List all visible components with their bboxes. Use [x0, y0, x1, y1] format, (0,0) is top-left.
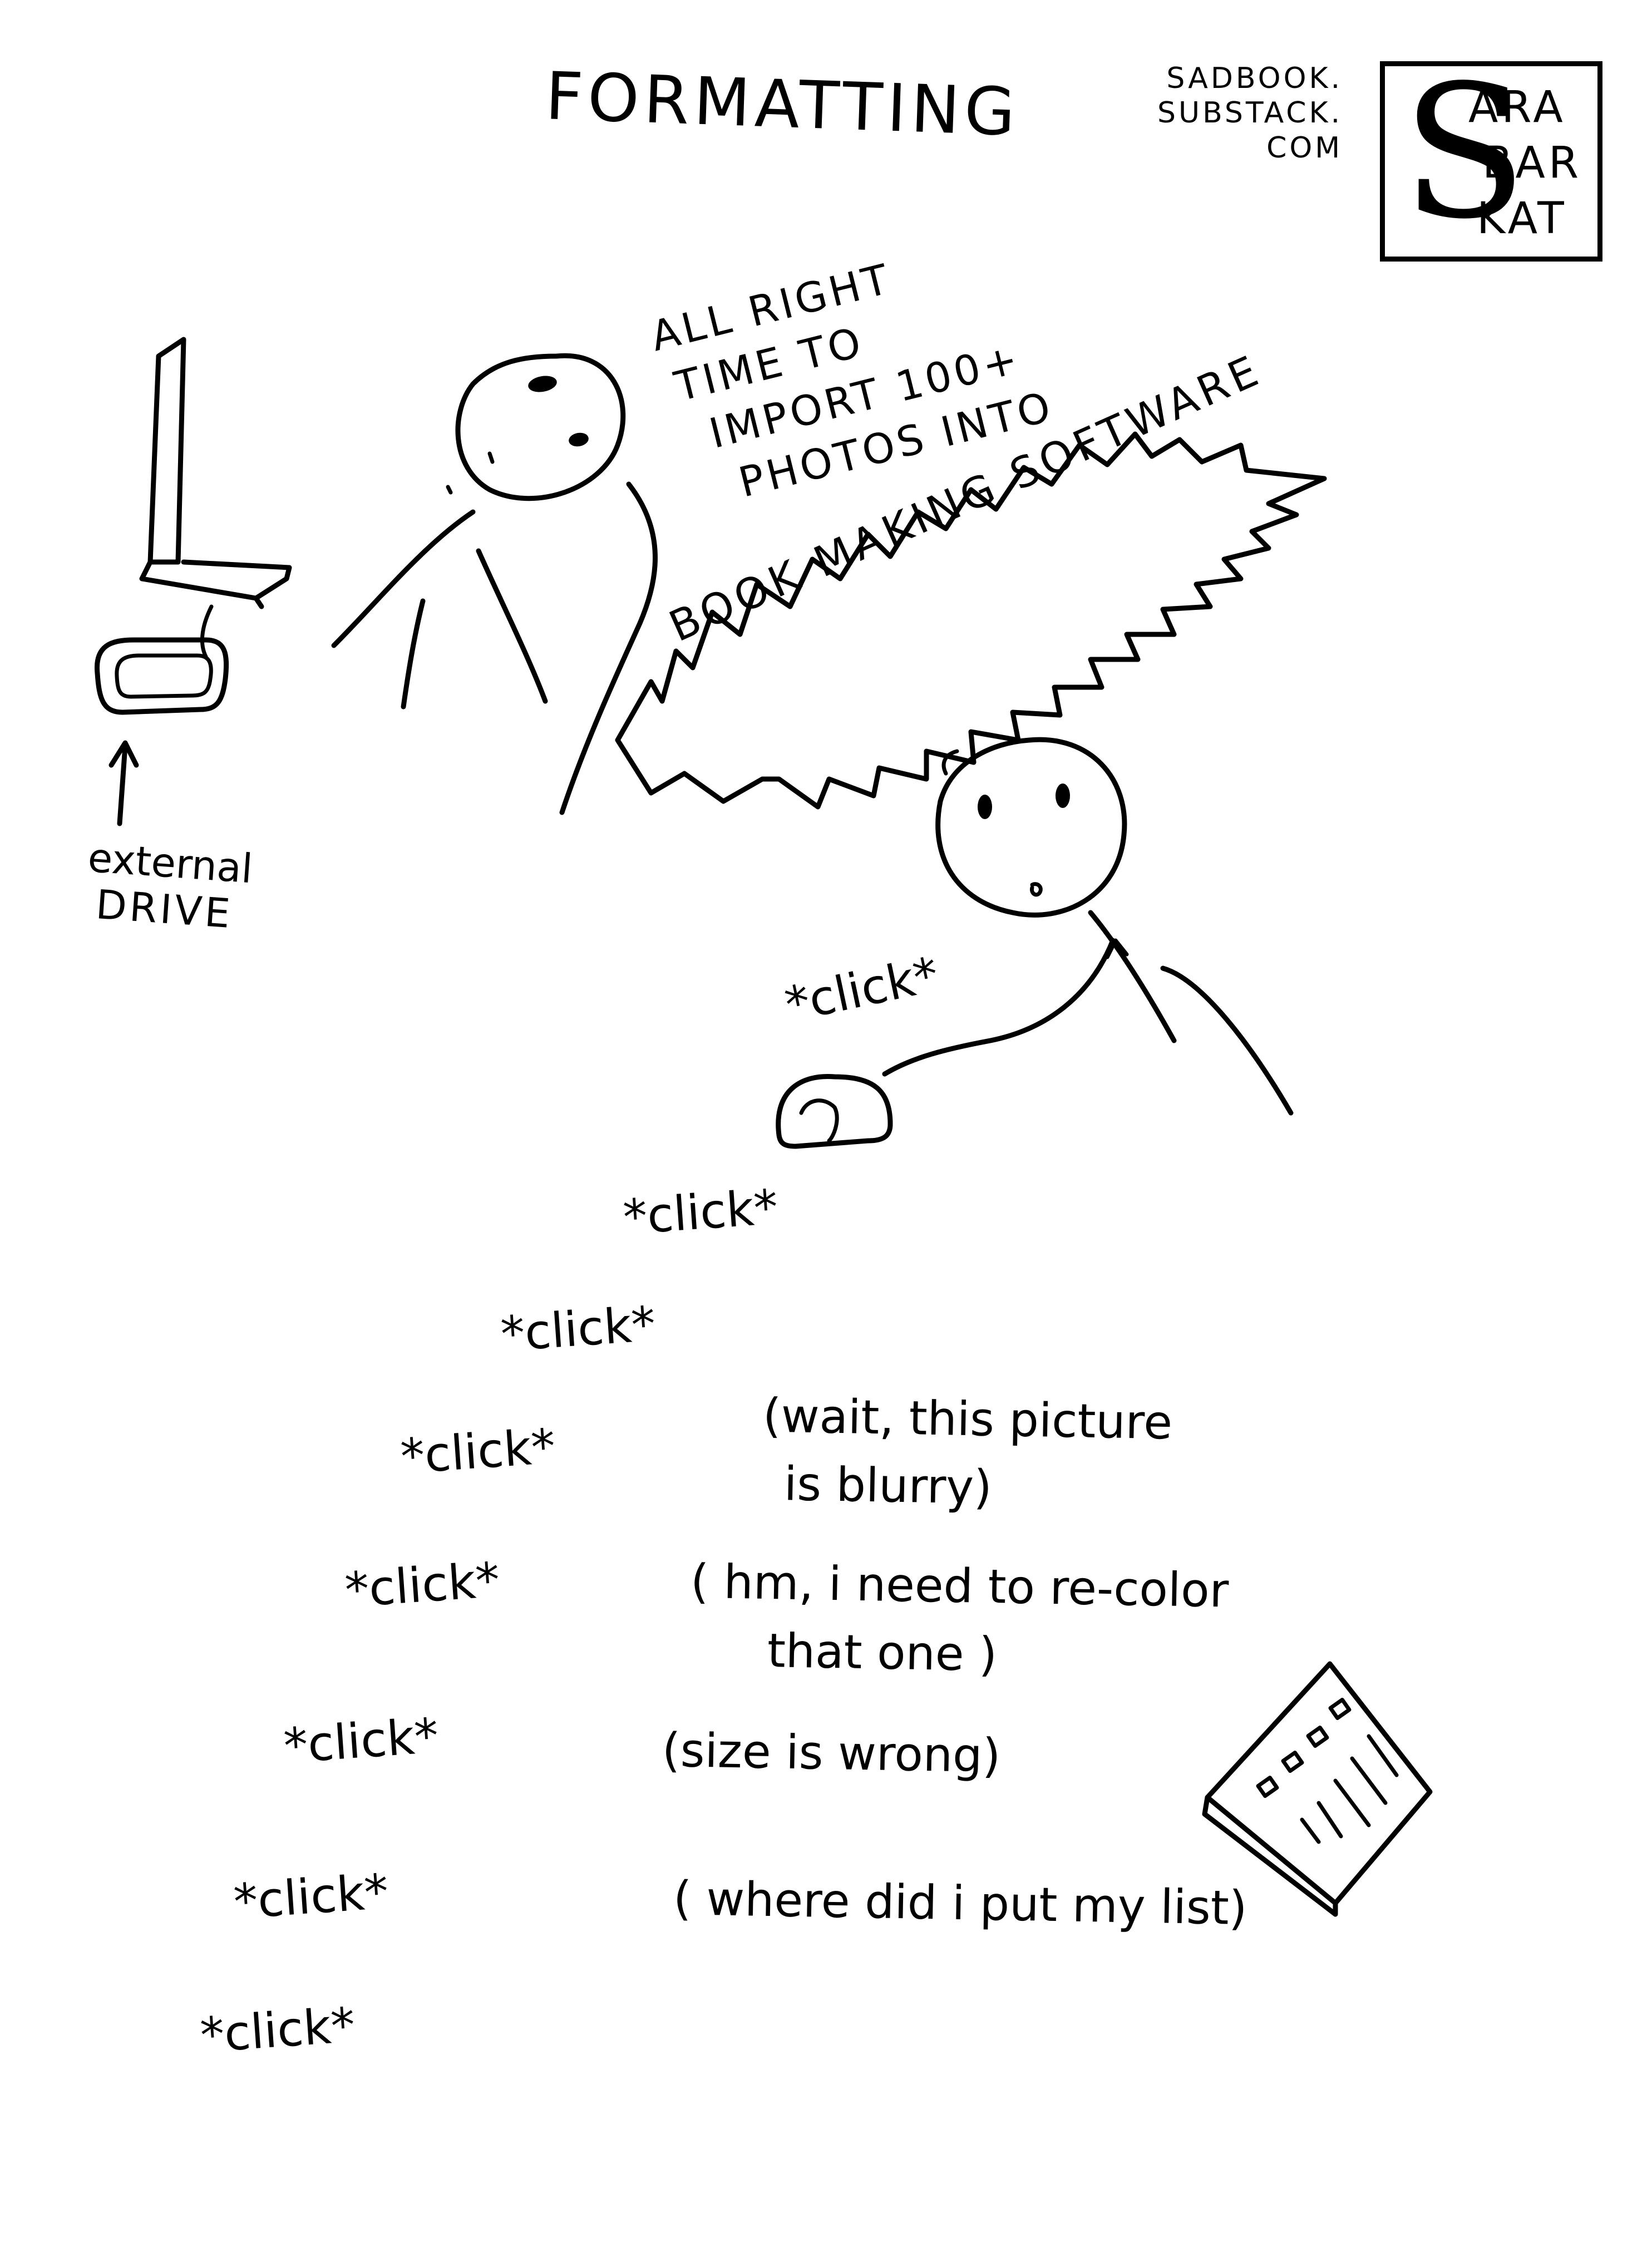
aside-line: ( where did i put my list): [673, 1871, 1248, 1935]
site-url-line: SUBSTACK.: [1157, 96, 1343, 130]
aside-line: is blurry): [783, 1456, 993, 1515]
site-url-line: SADBOOK.: [1166, 62, 1343, 95]
aside-line: that one ): [767, 1623, 998, 1682]
speech-burst: [615, 431, 1327, 810]
signature-initial: S: [1402, 46, 1528, 259]
aside-line: ( hm, i need to re-color: [690, 1554, 1230, 1618]
stick-figure-1: [331, 353, 658, 815]
signature-line: KAT: [1477, 194, 1567, 244]
signature-line: ARA: [1468, 82, 1566, 132]
list-paper-icon: [1202, 1661, 1433, 1917]
aside-line: (wait, this picture: [762, 1388, 1173, 1450]
site-url: SADBOOK. SUBSTACK. COM: [1157, 61, 1343, 165]
site-url-line: COM: [1266, 131, 1343, 165]
click-sound: *click*: [499, 1296, 658, 1363]
laptop-icon: [139, 337, 292, 659]
aside-thought: (size is wrong): [662, 1717, 1001, 1790]
mouse-icon: [776, 1073, 893, 1149]
signature-box: S ARA BAR KAT: [1380, 61, 1602, 262]
stick-figure-2: [882, 737, 1294, 1116]
click-sound: *click*: [282, 1708, 441, 1775]
click-sound: *click*: [198, 1997, 357, 2064]
aside-line: (size is wrong): [662, 1722, 1002, 1783]
drive-label: external DRIVE: [83, 834, 254, 938]
arrow-up-icon: [109, 740, 139, 826]
click-sound: *click*: [231, 1864, 391, 1930]
click-sound: *click*: [343, 1552, 502, 1619]
aside-thought: ( where did i put my list): [673, 1865, 1247, 1943]
signature-line: BAR: [1482, 138, 1582, 188]
click-sound: *click*: [398, 1418, 558, 1485]
aside-thought: (wait, this picture is blurry): [761, 1382, 1173, 1525]
click-sound: *click*: [621, 1179, 780, 1246]
aside-thought: ( hm, i need to re-color that one ): [689, 1548, 1229, 1693]
external-drive-icon: [94, 637, 229, 715]
